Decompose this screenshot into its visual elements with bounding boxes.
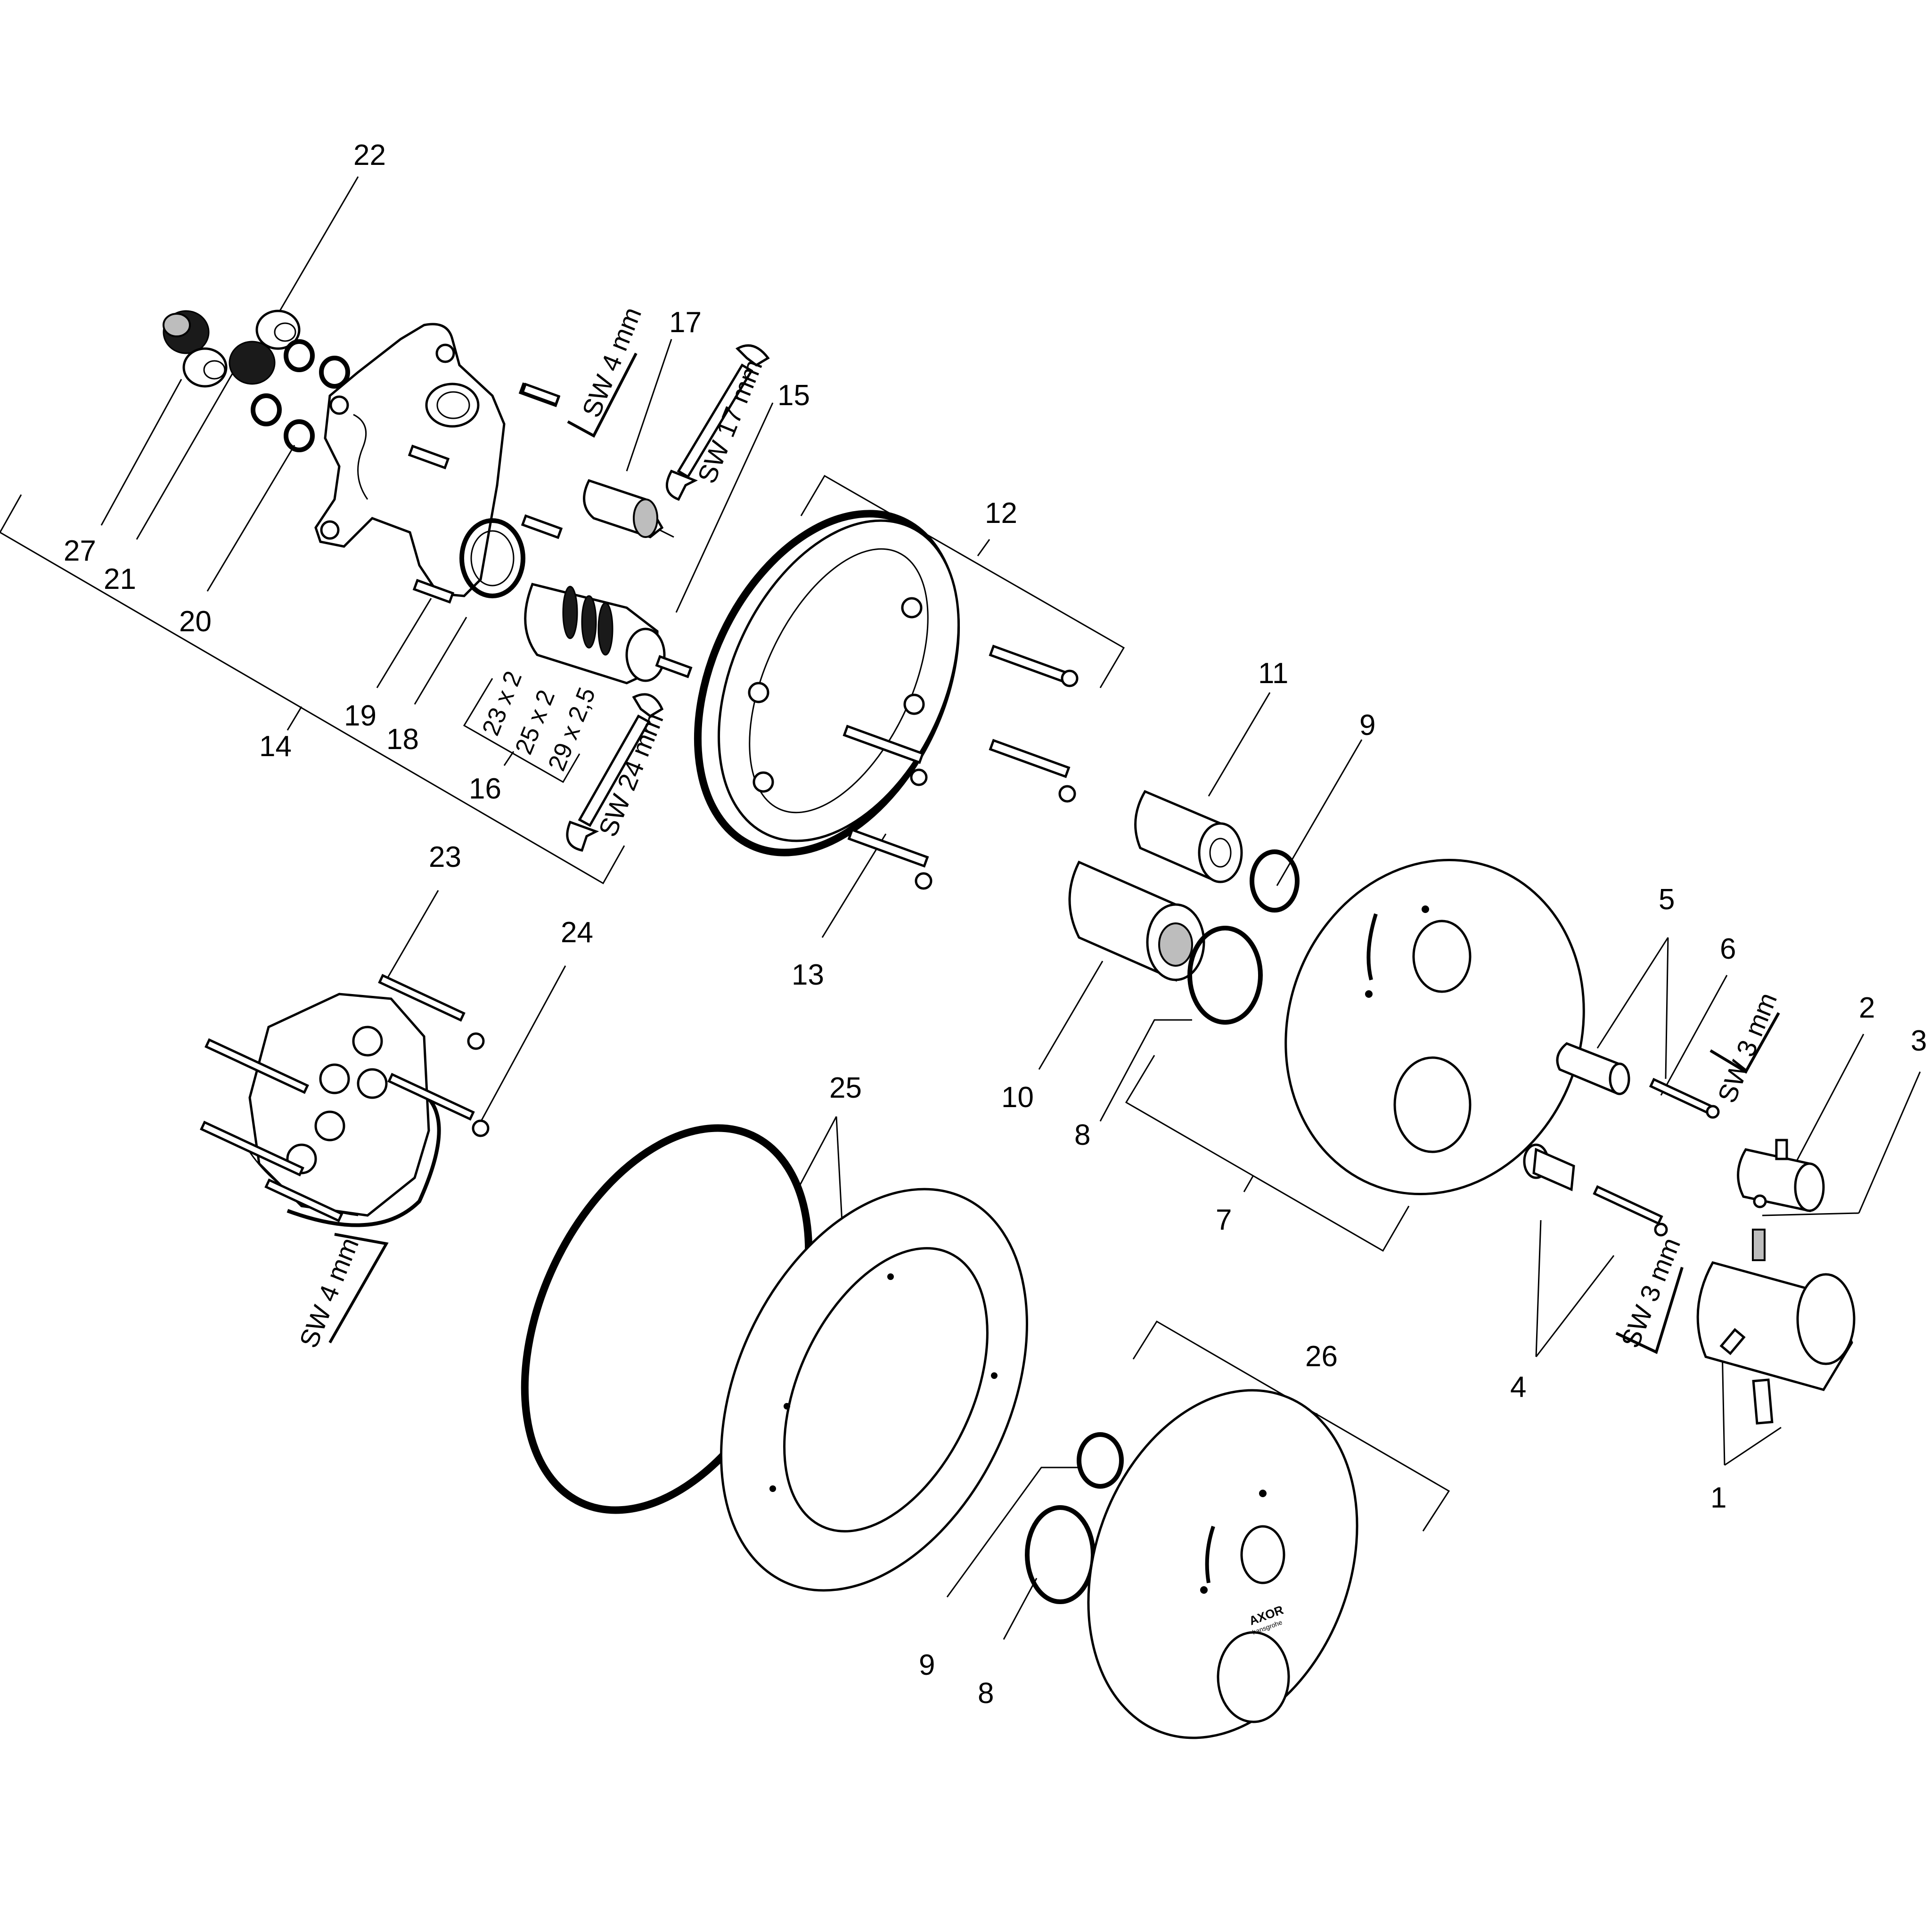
callout-2: 2 [1859, 992, 1875, 1024]
callout-1: 1 [1710, 1482, 1726, 1514]
callout-9-lower: 9 [919, 1649, 935, 1681]
valve-body-assembly [314, 323, 563, 604]
leader-lines [0, 176, 1921, 1640]
callout-14: 14 [259, 730, 292, 763]
callout-16: 16 [469, 773, 501, 805]
dimension-labels: 23 x 2 25 x 2 29 x 2,5 [477, 667, 601, 774]
installation-body [200, 974, 490, 1344]
callout-6: 6 [1720, 933, 1736, 965]
wrench-17mm-icon [665, 344, 770, 501]
callout-24: 24 [561, 916, 593, 949]
callout-19: 19 [344, 700, 376, 732]
callout-labels: 22 17 15 12 27 21 20 19 18 14 16 11 9 13… [64, 139, 1927, 1710]
callout-25: 25 [829, 1072, 862, 1104]
thermostat-cartridge [524, 583, 693, 685]
callout-15: 15 [777, 379, 810, 412]
callout-13: 13 [792, 959, 824, 991]
callout-12: 12 [985, 497, 1017, 530]
check-valve-cartridge [583, 479, 674, 538]
callout-23: 23 [429, 841, 461, 873]
label-sw17: SW 17 mm [692, 355, 768, 487]
callout-8-upper: 8 [1074, 1119, 1090, 1151]
wrench-24mm-icon [566, 693, 664, 852]
callout-11: 11 [1258, 657, 1288, 690]
allen-key-4mm-upper-icon [521, 352, 638, 438]
seal-and-frame [521, 1124, 1028, 1592]
tool-labels: SW 4 mm SW 17 mm SW 24 mm SW 4 mm SW 3 m… [294, 303, 1783, 1352]
trim-plate-lower: AXOR hansgrohe [1025, 1389, 1358, 1739]
callout-22: 22 [353, 139, 386, 171]
callout-17: 17 [669, 306, 702, 339]
callout-20: 20 [179, 605, 212, 638]
handle-parts [1523, 1012, 1856, 1425]
inlet-cartridges [163, 310, 350, 452]
callout-4: 4 [1510, 1371, 1526, 1403]
label-sw4-lower: SW 4 mm [294, 1233, 364, 1352]
callout-26: 26 [1305, 1340, 1338, 1373]
callout-18: 18 [386, 723, 419, 756]
callout-9-upper: 9 [1359, 709, 1375, 742]
callout-10: 10 [1001, 1081, 1034, 1114]
label-sw3-upper: SW 3 mm [1712, 988, 1783, 1107]
mounting-plate [694, 510, 960, 856]
trim-plate-upper [1284, 858, 1585, 1196]
mounting-screws [842, 644, 1079, 890]
callout-8-lower: 8 [978, 1677, 994, 1710]
callout-7: 7 [1216, 1204, 1232, 1236]
callout-27: 27 [64, 535, 96, 567]
callout-3: 3 [1911, 1025, 1927, 1057]
callout-5: 5 [1659, 883, 1675, 916]
callout-21: 21 [104, 563, 136, 595]
extension-sleeves [1068, 790, 1300, 1025]
